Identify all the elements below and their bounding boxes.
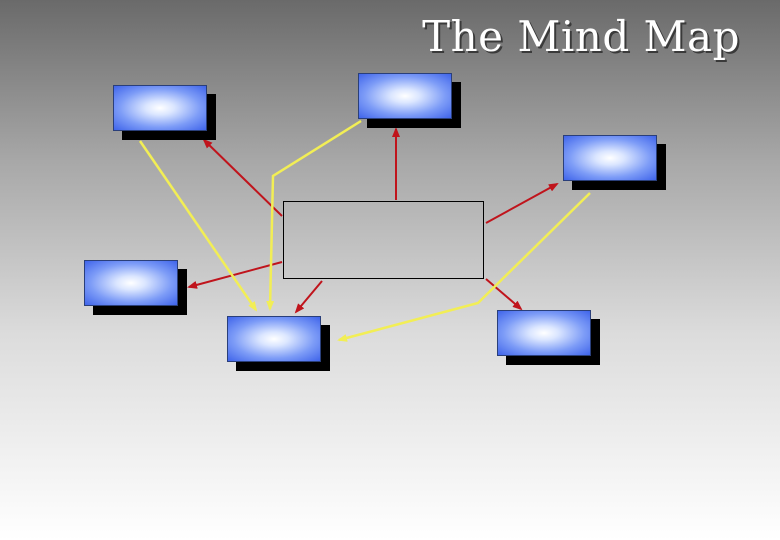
node-top-left	[113, 85, 207, 131]
red-link-bottom-center	[294, 280, 323, 314]
page-title: The Mind Map	[422, 12, 740, 61]
node-mid-left	[84, 260, 178, 306]
node-top-right	[563, 135, 657, 181]
yellow-link-top-left-to-bottom-center	[138, 140, 258, 312]
red-link-bottom-right	[485, 278, 523, 311]
red-link-mid-left	[187, 261, 283, 289]
yellow-link-top-center-to-bottom-center	[266, 119, 362, 311]
node-bottom-right	[497, 310, 591, 356]
node-top-center	[358, 73, 452, 119]
red-link-top-right	[485, 183, 559, 224]
yellow-link-top-right-to-bottom-center	[337, 192, 591, 342]
central-node	[283, 201, 484, 279]
node-bottom-center	[227, 316, 321, 362]
red-link-top-left	[202, 138, 283, 217]
